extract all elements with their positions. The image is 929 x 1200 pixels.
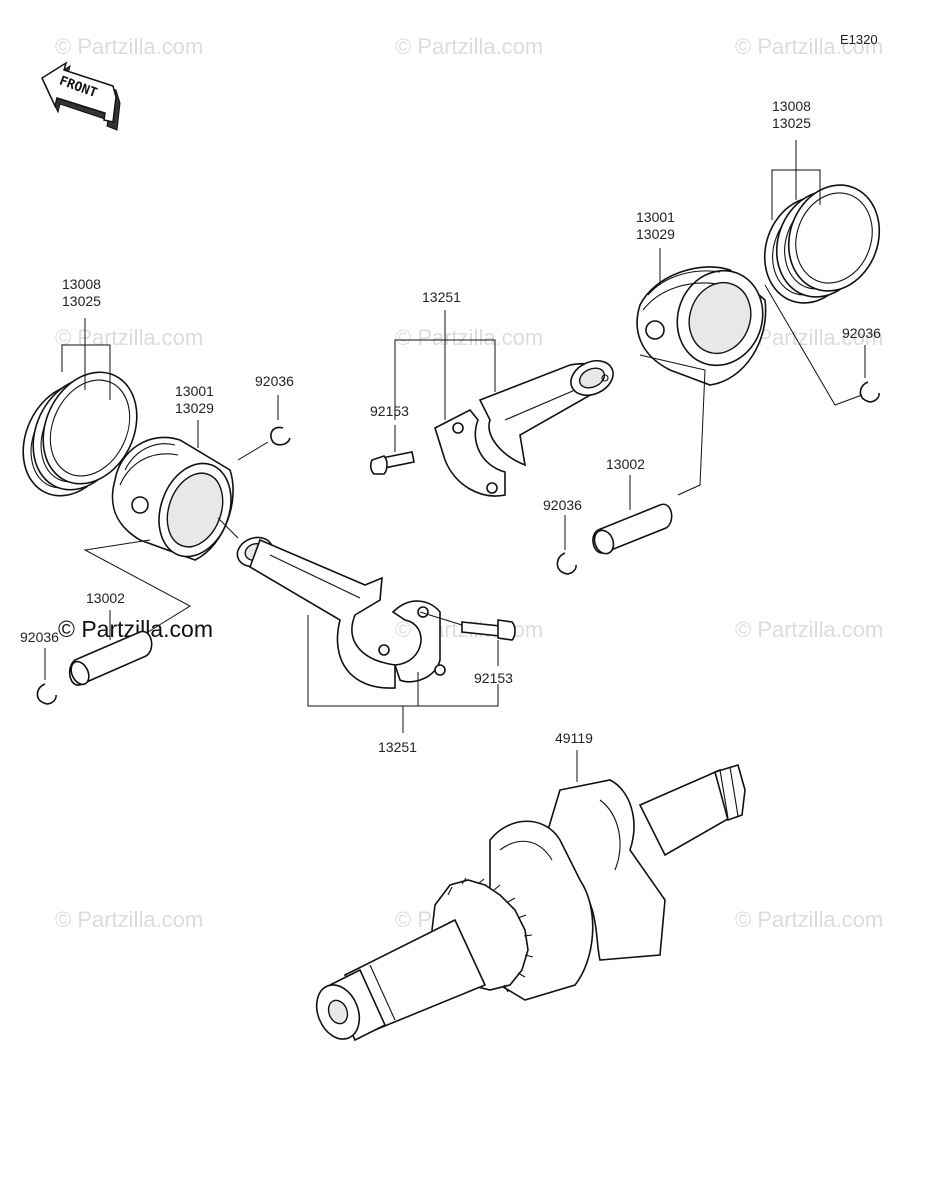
part-number-label[interactable]: 92036 — [255, 373, 294, 389]
part-number-label[interactable]: 92036 — [543, 497, 582, 513]
watermark: © Partzilla.com — [735, 34, 883, 59]
bolt-upper[interactable] — [369, 451, 415, 475]
part-number-label[interactable]: 13008 — [772, 98, 811, 114]
watermark: © Partzilla.com — [55, 34, 203, 59]
circlip-right-lower[interactable] — [556, 552, 577, 575]
circlip-left-lower[interactable] — [36, 683, 57, 705]
diagram-code: E1320 — [840, 32, 878, 47]
leader-line — [639, 354, 706, 496]
leader-line — [237, 441, 269, 461]
watermark: © Partzilla.com — [55, 907, 203, 932]
piston-pin-left[interactable] — [68, 630, 153, 688]
part-number-label[interactable]: 13002 — [606, 456, 645, 472]
part-number-label[interactable]: 13029 — [175, 400, 214, 416]
piston-left[interactable] — [111, 436, 243, 566]
part-number-label[interactable]: 92153 — [474, 670, 513, 686]
part-number-label[interactable]: 13025 — [62, 293, 101, 309]
connecting-rod-lower[interactable] — [233, 533, 446, 689]
part-number-label[interactable]: 13251 — [422, 289, 461, 305]
leader-line — [419, 611, 463, 626]
part-number-label[interactable]: 13001 — [636, 209, 675, 225]
crankshaft[interactable] — [309, 763, 746, 1045]
front-arrow-icon: FRONT — [41, 61, 121, 131]
connecting-rod-upper[interactable] — [434, 354, 619, 497]
watermark: © Partzilla.com — [395, 34, 543, 59]
piston-right[interactable] — [636, 259, 776, 386]
watermark: © Partzilla.com — [735, 907, 883, 932]
bolt-lower[interactable] — [461, 619, 516, 641]
leader-line — [83, 539, 192, 633]
part-number-label[interactable]: 13025 — [772, 115, 811, 131]
part-number-label[interactable]: 13002 — [86, 590, 125, 606]
watermark: © Partzilla.com — [55, 325, 203, 350]
circlip-right-upper[interactable] — [859, 381, 880, 403]
piston-pin-right[interactable] — [591, 503, 673, 556]
part-number-label[interactable]: 92036 — [842, 325, 881, 341]
part-number-label[interactable]: 92153 — [370, 403, 409, 419]
part-number-label[interactable]: 92036 — [20, 629, 59, 645]
part-number-label[interactable]: 13008 — [62, 276, 101, 292]
piston-rings-right[interactable] — [750, 172, 894, 316]
leader-line — [217, 517, 239, 539]
part-number-label[interactable]: 13001 — [175, 383, 214, 399]
piston-rings-left[interactable] — [6, 357, 155, 511]
leader-line — [764, 284, 863, 406]
part-number-label[interactable]: 13029 — [636, 226, 675, 242]
leader-line — [61, 344, 111, 400]
watermark: © Partzilla.com — [735, 617, 883, 642]
part-number-label[interactable]: 13251 — [378, 739, 417, 755]
part-number-label[interactable]: 49119 — [555, 730, 593, 746]
circlip-left-upper[interactable] — [270, 426, 291, 446]
watermark: © Partzilla.com — [395, 325, 543, 350]
